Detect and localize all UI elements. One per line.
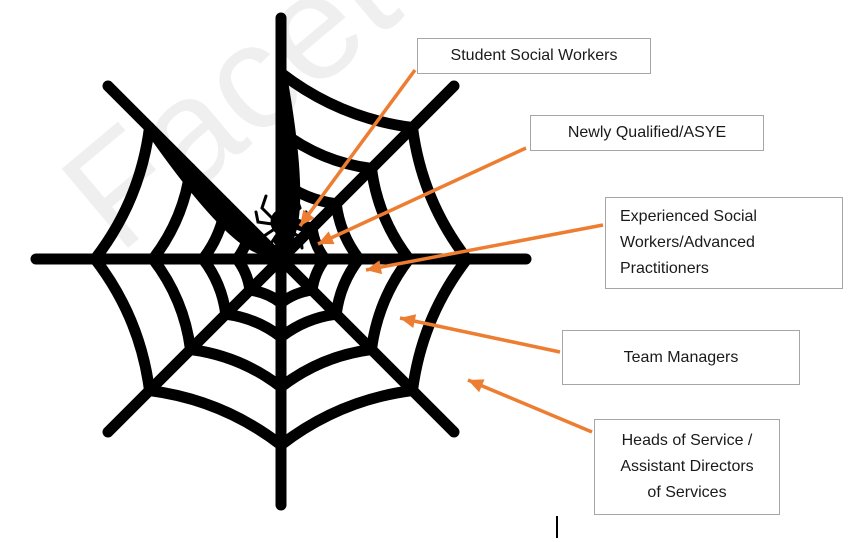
label-student-social-workers: Student Social Workers <box>417 38 651 74</box>
arrowhead-2 <box>318 231 335 245</box>
arrow-line-4 <box>399 316 561 354</box>
label-experienced-social-workers: Experienced Social Workers/Advanced Prac… <box>605 197 843 289</box>
label-heads-of-service: Heads of Service / Assistant Directors o… <box>594 419 780 515</box>
pointer-arrows <box>298 68 604 434</box>
web-ring-4 <box>89 67 473 451</box>
arrowhead-4 <box>400 314 417 328</box>
arrow-line-1 <box>298 68 417 228</box>
arrowhead-5 <box>468 379 485 393</box>
arrowhead-1 <box>300 209 315 226</box>
arrow-line-3 <box>365 223 604 272</box>
label-team-managers: Team Managers <box>562 330 800 385</box>
web-ring-2 <box>197 175 365 343</box>
web-ring-3 <box>147 125 415 393</box>
spider-web-icon <box>30 12 532 511</box>
label-newly-qualified-asye: Newly Qualified/ASYE <box>530 115 764 151</box>
arrow-line-2 <box>317 146 527 246</box>
text-cursor <box>556 516 558 538</box>
arrowhead-3 <box>366 260 383 275</box>
arrow-line-5 <box>467 378 593 434</box>
